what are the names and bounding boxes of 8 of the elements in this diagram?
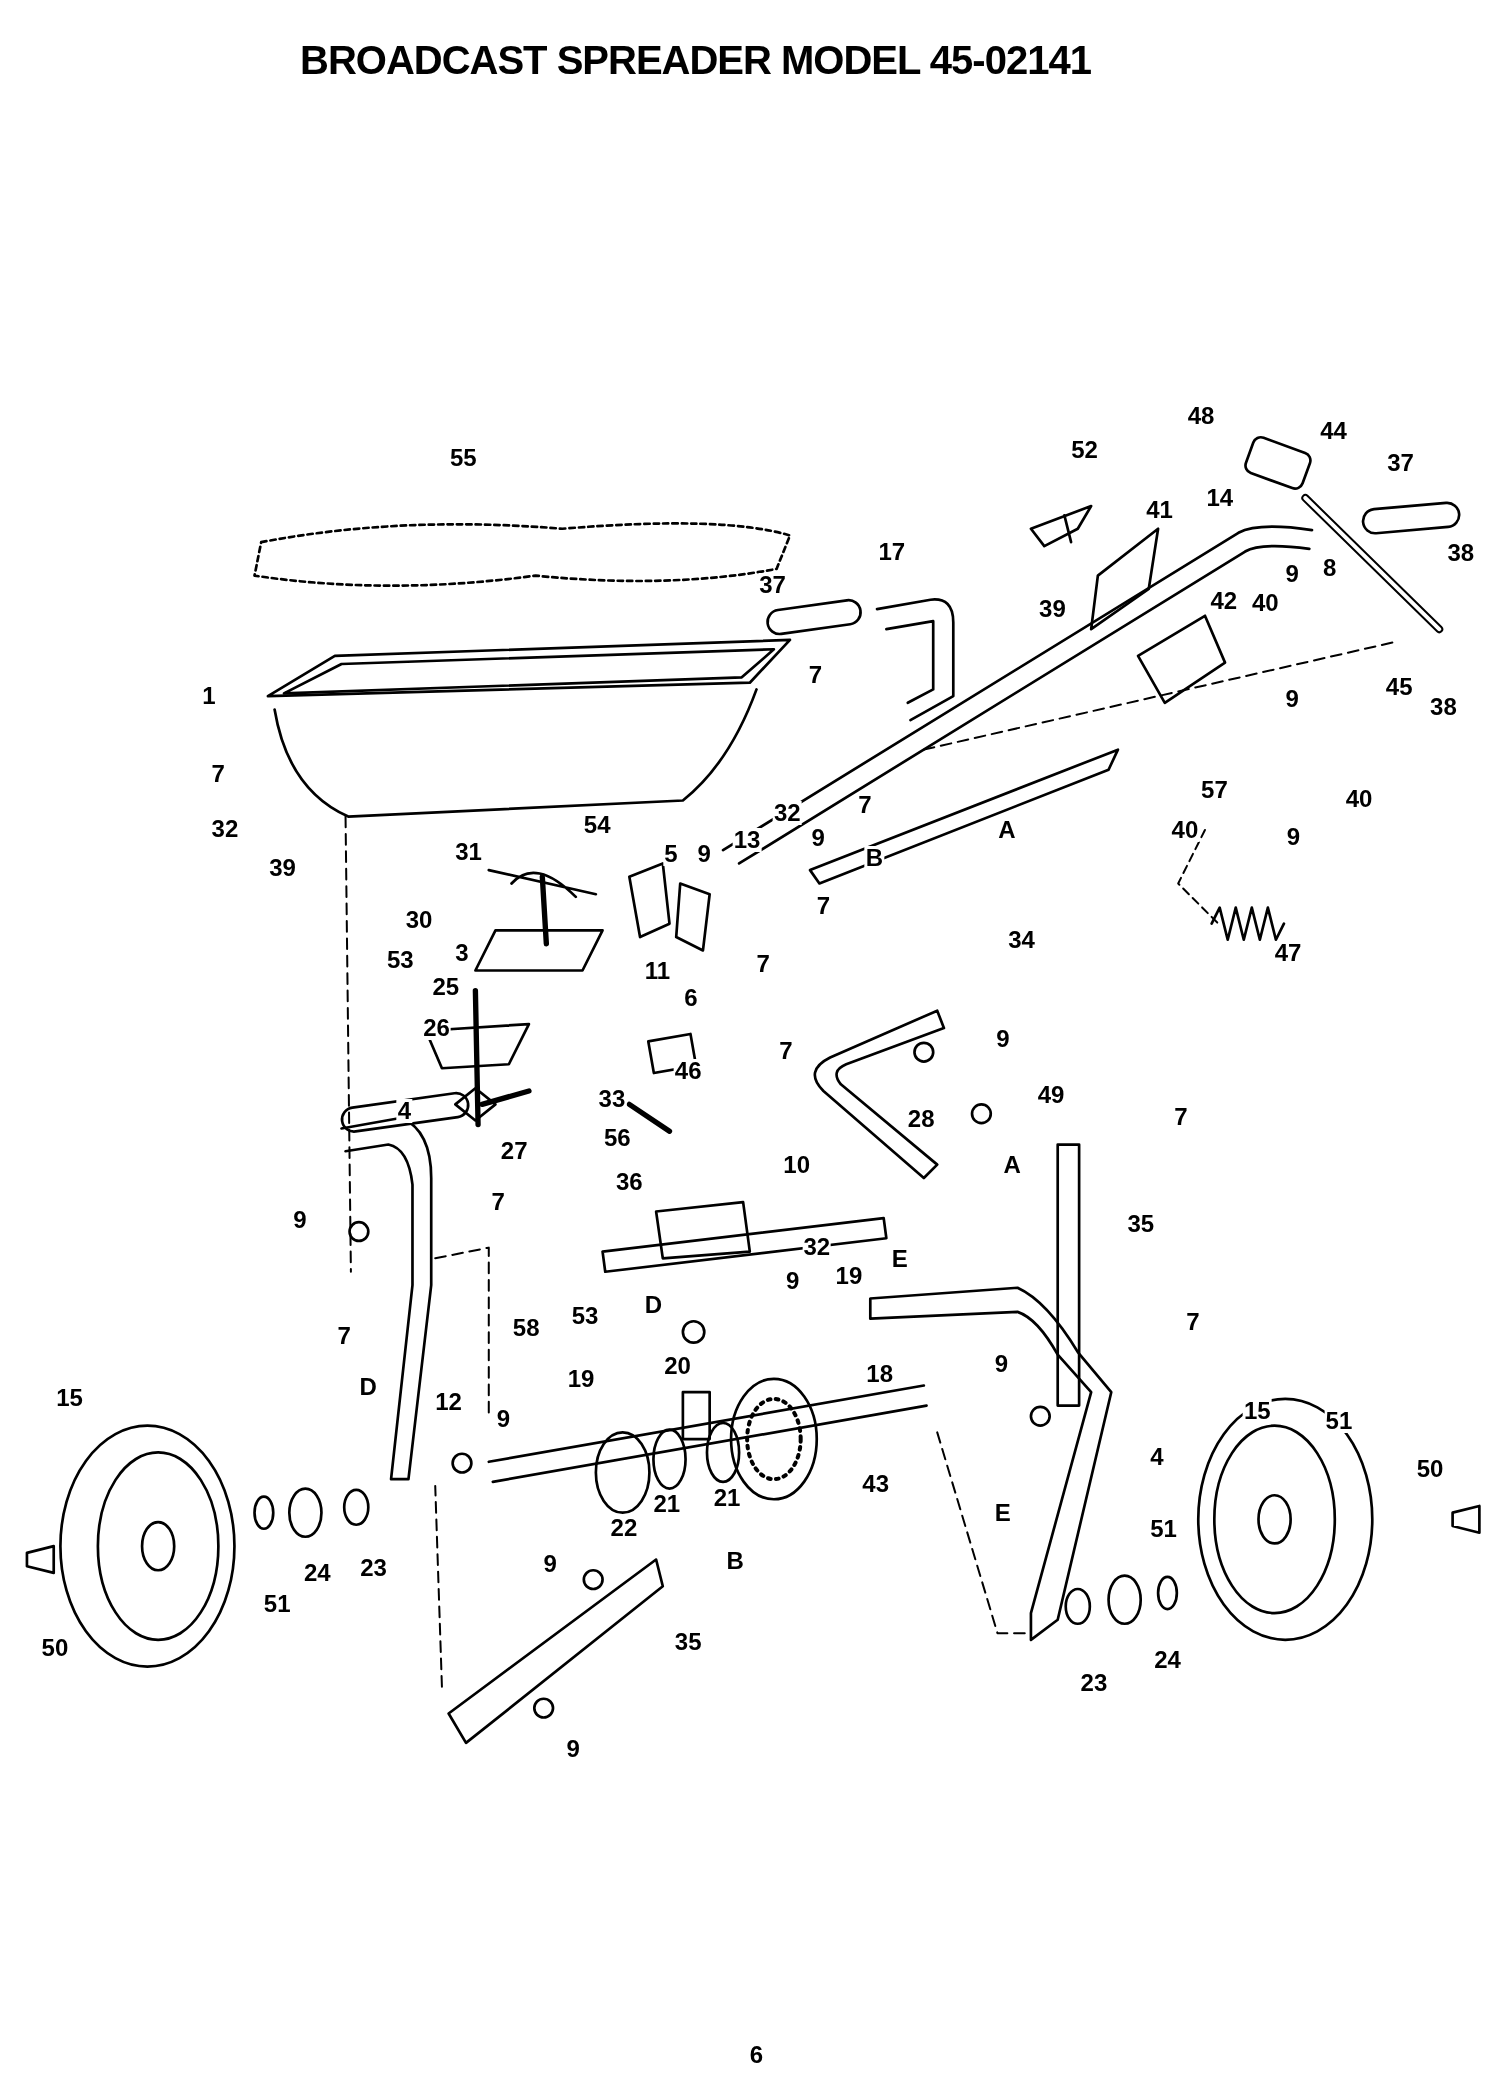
callout-number: 26 bbox=[422, 1016, 451, 1041]
callout-number: 32 bbox=[772, 800, 802, 825]
callout-number: 51 bbox=[1324, 1408, 1354, 1433]
callout-number: 40 bbox=[1170, 818, 1200, 843]
diagram-title: BROADCAST SPREADER MODEL 45-02141 bbox=[300, 37, 1091, 84]
callout-number: 5 bbox=[663, 842, 679, 867]
callout-number: 4 bbox=[396, 1099, 413, 1124]
callout-number: 13 bbox=[732, 827, 762, 852]
